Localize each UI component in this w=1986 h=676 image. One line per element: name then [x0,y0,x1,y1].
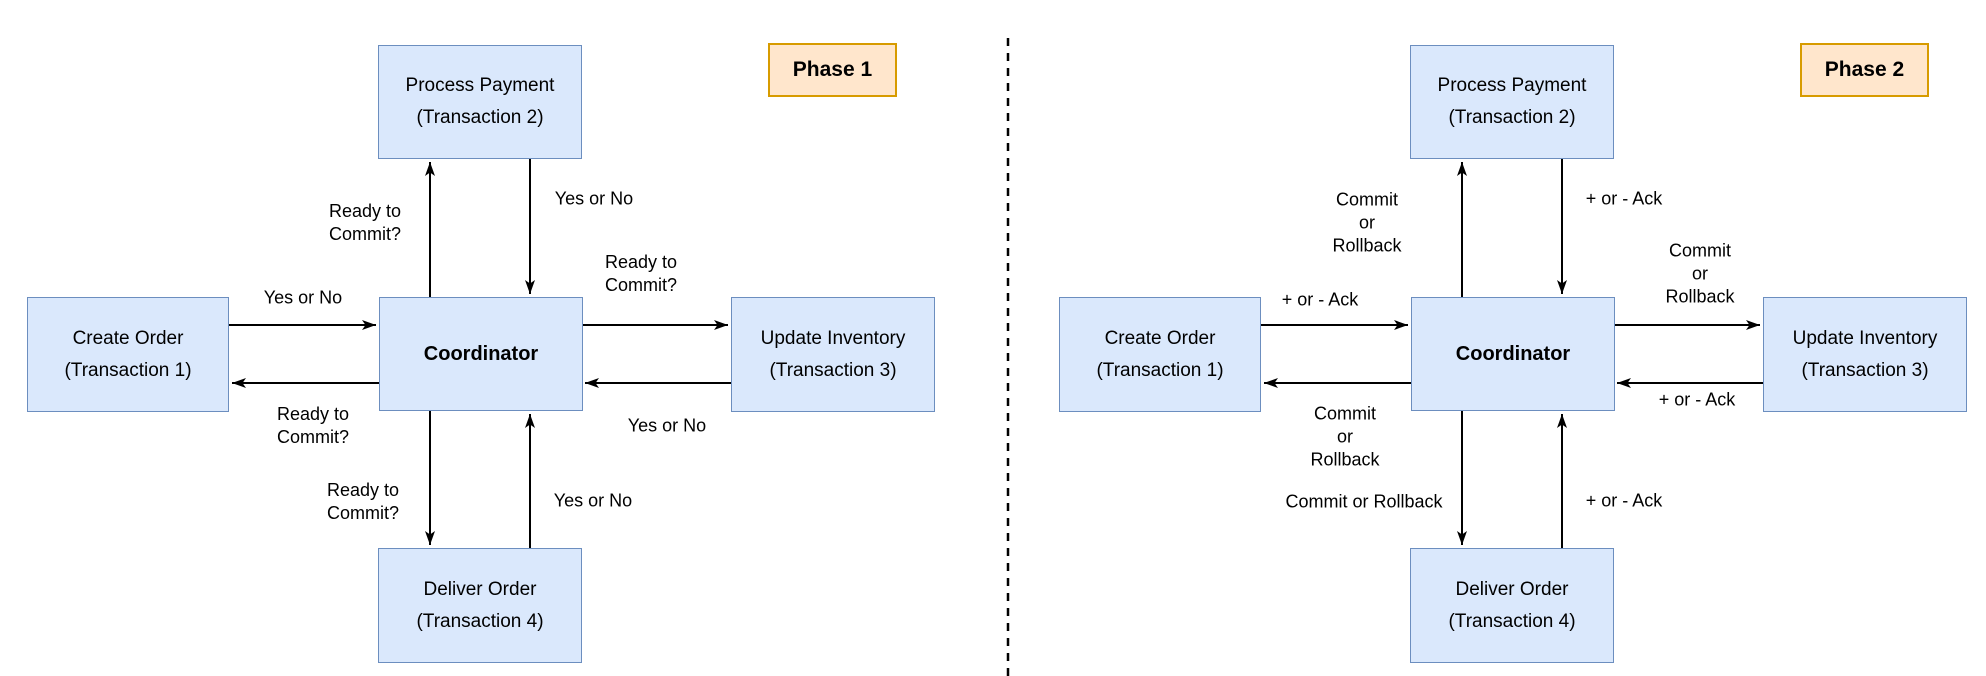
edge-label-left-reply: + or - Ack [1281,289,1359,310]
phase1-badge: Phase 1 [768,43,897,97]
edge-label-bottom-reply: + or - Ack [1585,490,1663,511]
node-process-payment: Process Payment (Transaction 2) [378,45,582,159]
node-title: Deliver Order [423,578,537,600]
edge-label-left-request: Commit or Rollback [1310,403,1380,470]
node-create-order: Create Order (Transaction 1) [1059,297,1261,412]
node-subtitle: (Transaction 2) [1448,107,1576,128]
node-title: Process Payment [405,75,555,96]
node-subtitle: (Transaction 1) [64,359,192,381]
node-coordinator: Coordinator [1411,297,1615,411]
node-process-payment: Process Payment (Transaction 2) [1410,45,1614,159]
node-title: Coordinator [423,343,539,365]
node-title: Create Order [72,327,184,349]
node-title: Update Inventory [1792,327,1938,349]
edge-label-top-request: Commit or Rollback [1332,189,1402,256]
node-subtitle: (Transaction 4) [1448,610,1576,632]
node-update-inventory: Update Inventory (Transaction 3) [1763,297,1967,412]
edge-label-top-request: Ready to Commit? [328,201,402,244]
phase1-panel: Process Payment (Transaction 2) Create O… [0,0,954,676]
node-coordinator: Coordinator [379,297,583,411]
edge-label-right-request: Ready to Commit? [604,252,678,295]
node-subtitle: (Transaction 4) [416,610,544,632]
edge-label-right-request: Commit or Rollback [1665,240,1735,307]
edge-label-left-reply: Yes or No [263,287,343,308]
edge-label-right-reply: Yes or No [627,415,707,436]
node-subtitle: (Transaction 2) [416,107,544,128]
edge-label-top-reply: Yes or No [554,188,634,209]
node-subtitle: (Transaction 3) [769,359,897,381]
node-title: Update Inventory [760,327,906,349]
node-create-order: Create Order (Transaction 1) [27,297,229,412]
edge-label-left-request: Ready to Commit? [276,404,350,447]
edge-label-bottom-reply: Yes or No [553,490,633,511]
node-title: Process Payment [1437,75,1587,96]
node-update-inventory: Update Inventory (Transaction 3) [731,297,935,412]
edge-label-top-reply: + or - Ack [1585,188,1663,209]
phase2-edges [1261,159,1763,548]
node-subtitle: (Transaction 3) [1801,359,1929,381]
edge-label-bottom-request: Ready to Commit? [326,480,400,523]
node-deliver-order: Deliver Order (Transaction 4) [1410,548,1614,663]
node-deliver-order: Deliver Order (Transaction 4) [378,548,582,663]
phase1-edges [229,159,731,548]
node-title: Create Order [1104,327,1216,349]
phase2-badge: Phase 2 [1800,43,1929,97]
phase2-panel: Process Payment (Transaction 2) Create O… [1032,0,1986,676]
node-subtitle: (Transaction 1) [1096,359,1224,381]
edge-label-right-reply: + or - Ack [1658,389,1736,410]
node-title: Deliver Order [1455,578,1569,600]
node-title: Coordinator [1455,343,1571,365]
edge-label-bottom-request: Commit or Rollback [1285,491,1443,512]
